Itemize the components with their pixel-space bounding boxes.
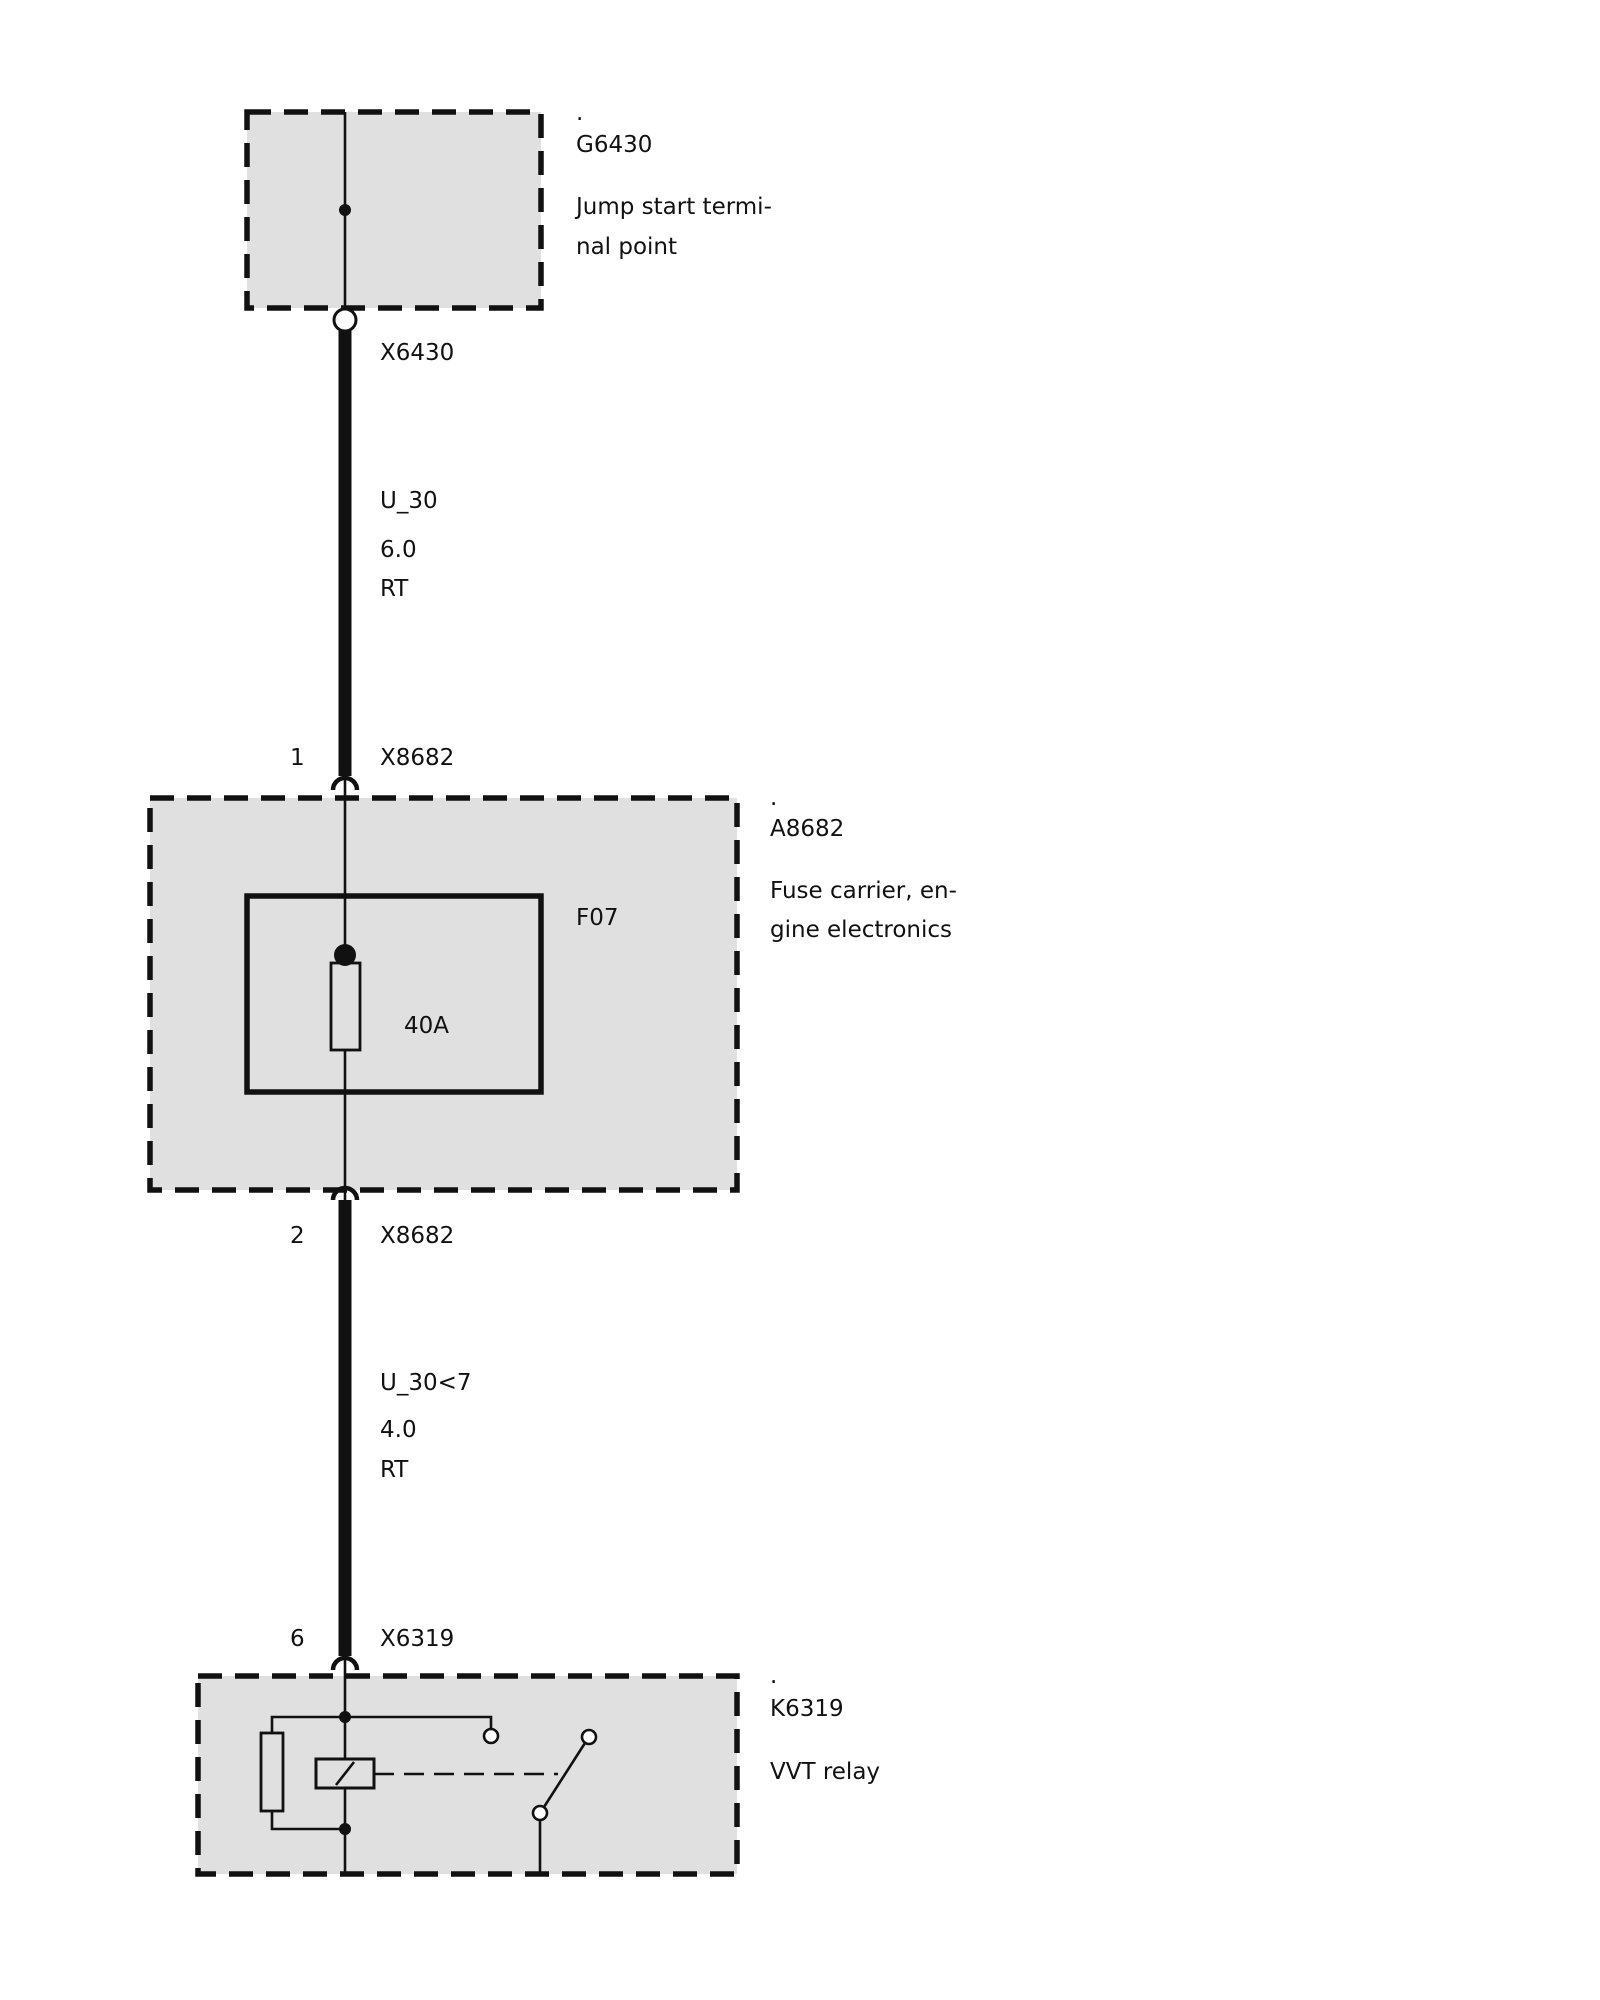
x8682-out-pin: 2: [290, 1223, 305, 1249]
k6319-marker: .: [770, 1663, 777, 1689]
x6319-code: X6319: [380, 1626, 454, 1652]
component-k6319: . K6319 VVT relay: [195, 1660, 880, 1877]
k6319-desc: VVT relay: [770, 1759, 880, 1785]
g6430-housing: [244, 109, 544, 311]
a8682-desc-line2: gine electronics: [770, 917, 952, 943]
a8682-desc-line1: Fuse carrier, en-: [770, 878, 957, 904]
x6430-code: X6430: [380, 340, 454, 366]
fuse-code: F07: [576, 905, 619, 931]
k6319-code: K6319: [770, 1696, 844, 1722]
g6430-junction-dot: [339, 204, 351, 216]
a8682-housing: [147, 795, 740, 1193]
wire-upper-size: 6.0: [380, 537, 417, 563]
fuse-f07-box: [244, 893, 544, 1095]
fuse-symbol: [329, 961, 362, 1052]
wire-upper-signal: U_30: [380, 488, 438, 514]
relay-contact-no: [580, 1728, 598, 1746]
g6430-marker: .: [576, 100, 583, 126]
x6319-connector-icon: [330, 1655, 360, 1671]
wire-upper-color: RT: [380, 576, 409, 602]
a8682-marker: .: [770, 785, 777, 811]
wire-lower-size: 4.0: [380, 1417, 417, 1443]
g6430-desc-line2: nal point: [576, 234, 677, 260]
x8682-in-code: X8682: [380, 745, 454, 771]
component-g6430: . G6430 Jump start termi- nal point: [244, 100, 772, 311]
relay-contact-common: [531, 1804, 549, 1822]
x8682-in-connector-icon: [330, 775, 360, 791]
x8682-in-pin: 1: [290, 745, 305, 771]
g6430-code: G6430: [576, 132, 652, 158]
component-a8682: F07 40A . A8682 Fuse carrier, en- gine e…: [147, 780, 957, 1200]
fuse-rating: 40A: [404, 1013, 449, 1039]
wire-lower-signal: U_30<7: [380, 1370, 472, 1396]
a8682-code: A8682: [770, 816, 844, 842]
g6430-desc-line1: Jump start termi-: [574, 194, 772, 220]
wire-lower-color: RT: [380, 1457, 409, 1483]
fuse-junction-dot: [334, 944, 356, 966]
relay-contact-nc: [482, 1727, 500, 1745]
x6319-pin: 6: [290, 1626, 305, 1652]
relay-switch-blade: [542, 1742, 587, 1808]
x6430-terminal: [332, 307, 358, 333]
x8682-out-connector-icon: [330, 1185, 360, 1201]
relay-junction-bottom: [339, 1823, 351, 1835]
x8682-out-code: X8682: [380, 1223, 454, 1249]
